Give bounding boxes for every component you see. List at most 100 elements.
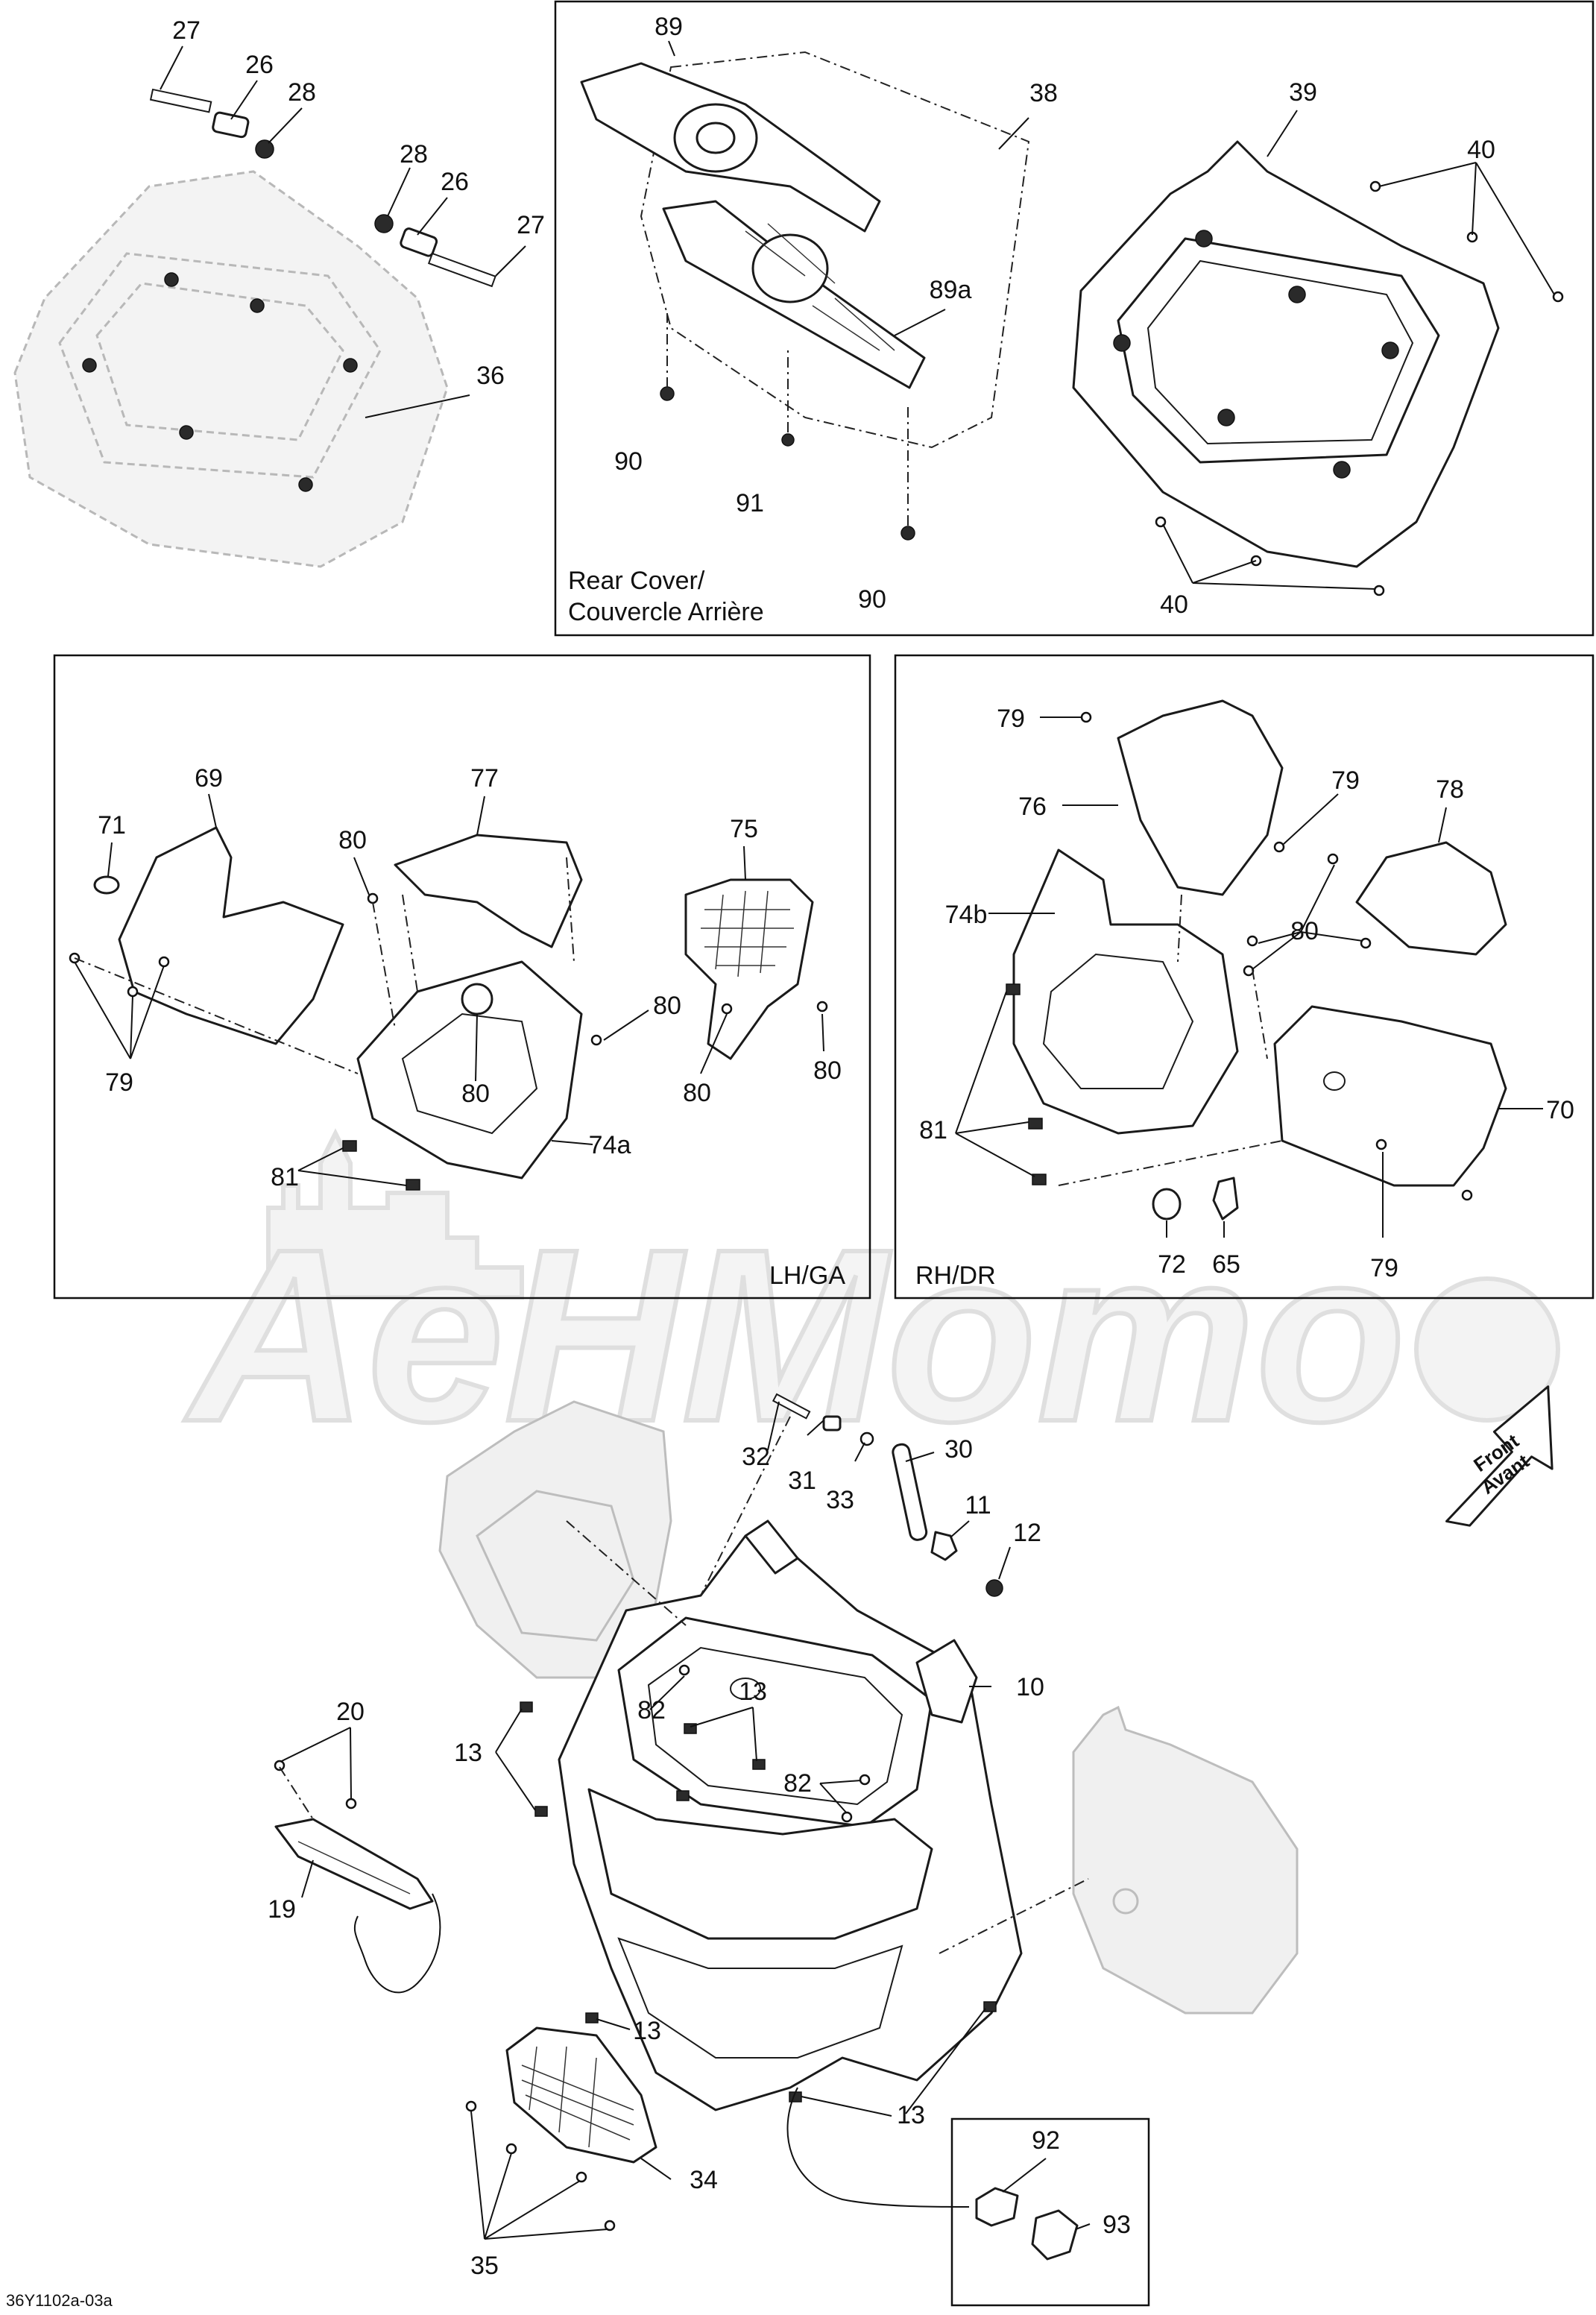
screw-40 [1373,585,1385,596]
frame-grommet [1195,230,1213,248]
callout-69: 69 [195,764,223,793]
callout-80: 80 [813,1056,842,1085]
part-76-rh-upper-trim [1117,699,1284,896]
callout-11: 11 [965,1491,991,1519]
harness-wire [786,2087,970,2208]
clip-13 [520,1701,533,1713]
screw-35 [465,2100,477,2112]
leader [1438,807,1447,843]
leader [640,2158,672,2180]
leader [208,793,217,828]
leader [700,1013,728,1074]
lh-panel-frame [53,654,871,1300]
screw-82 [841,1811,853,1823]
part-72-plug [1152,1188,1182,1221]
callout-80: 80 [338,826,367,854]
clip-81 [406,1179,420,1191]
part-10-lower-body [617,1937,903,2059]
screw-20 [274,1760,286,1771]
screw-80 [1246,935,1258,947]
leader [690,1707,757,1762]
main-housing-assembly [274,1393,1299,2261]
clip-81 [1028,1118,1043,1130]
part-10-front-face [587,1788,933,1940]
leader [950,1520,970,1538]
part-89a-ribs [745,223,895,351]
callout-93: 93 [1103,2211,1131,2239]
callout-32: 32 [742,1443,770,1471]
callout-28: 28 [288,78,316,107]
leader [160,45,183,90]
leader [297,1147,407,1186]
leader [74,961,165,1059]
top-cover-fastener [82,358,97,373]
leader [998,117,1029,150]
callout-78: 78 [1436,775,1464,804]
leader [301,1859,314,1898]
frame-grommet [1113,334,1131,352]
part-10-top-tab [744,1519,799,1575]
callout-13: 13 [633,2017,661,2045]
top-cover-fastener [298,477,313,492]
watermark: AeHMomo [180,1128,1560,1475]
callout-80: 80 [461,1080,490,1108]
callout-90: 90 [858,585,886,614]
rh-panel-frame [894,654,1595,1300]
callout-70: 70 [1546,1096,1574,1124]
rear-cover-assembly [580,40,1564,596]
leader [596,2018,631,2030]
callout-40: 40 [1160,590,1188,619]
leader [1162,523,1376,590]
screw-40 [1369,180,1381,192]
assembly-guides [1058,894,1283,1186]
rh-housing-ghost [1072,1705,1299,2015]
clip-13 [983,2001,997,2012]
leader [955,991,1035,1177]
callout-91: 91 [736,489,764,517]
screw-79 [1080,711,1092,723]
part-93-connector-housing [1031,2209,1079,2261]
part-89a-recess [751,233,829,303]
callout-26: 26 [441,168,469,196]
screw-79 [1375,1138,1387,1150]
watermark-castle [266,1128,524,1300]
leader [476,796,485,836]
leader [495,1708,536,1811]
screw-40 [1552,291,1564,303]
rear-cover-outline-38 [640,51,1030,449]
leader [475,1013,478,1082]
leader [998,1546,1011,1580]
clip-13 [585,2012,599,2023]
callout-34: 34 [690,2166,718,2194]
screw-82 [859,1774,871,1786]
part-70-rh-side-cover [1273,1005,1507,1187]
callout-79: 79 [105,1068,133,1097]
leader [819,1780,862,1814]
leader [495,245,526,277]
bolt-32 [772,1393,811,1420]
hinge-nut-28 [374,214,394,233]
front-arrow-shape [1445,1385,1554,1527]
part-74a-boss [461,983,493,1015]
callout-20: 20 [336,1698,365,1726]
rh-housing-ghost-hole [1112,1888,1139,1915]
top-cover-fastener [179,425,194,440]
leader [551,1140,593,1145]
leader [905,2008,986,2114]
screw-79 [1273,841,1285,853]
callout-75: 75 [730,815,758,843]
hinge-sleeve-26 [212,111,250,139]
screw-35 [505,2143,517,2155]
hinge-bolt-27 [149,88,212,113]
screw-79 [127,986,139,998]
screw-80 [721,1003,733,1015]
leader [353,857,370,895]
callout-74b: 74b [945,901,988,929]
callout-82: 82 [637,1696,666,1725]
leader [801,2096,892,2117]
part-89-knob-center [696,122,736,154]
part-92-connector [975,2187,1019,2227]
spacer-31 [822,1415,842,1431]
top-cover-window-inner [95,282,344,441]
callout-90: 90 [614,447,643,476]
